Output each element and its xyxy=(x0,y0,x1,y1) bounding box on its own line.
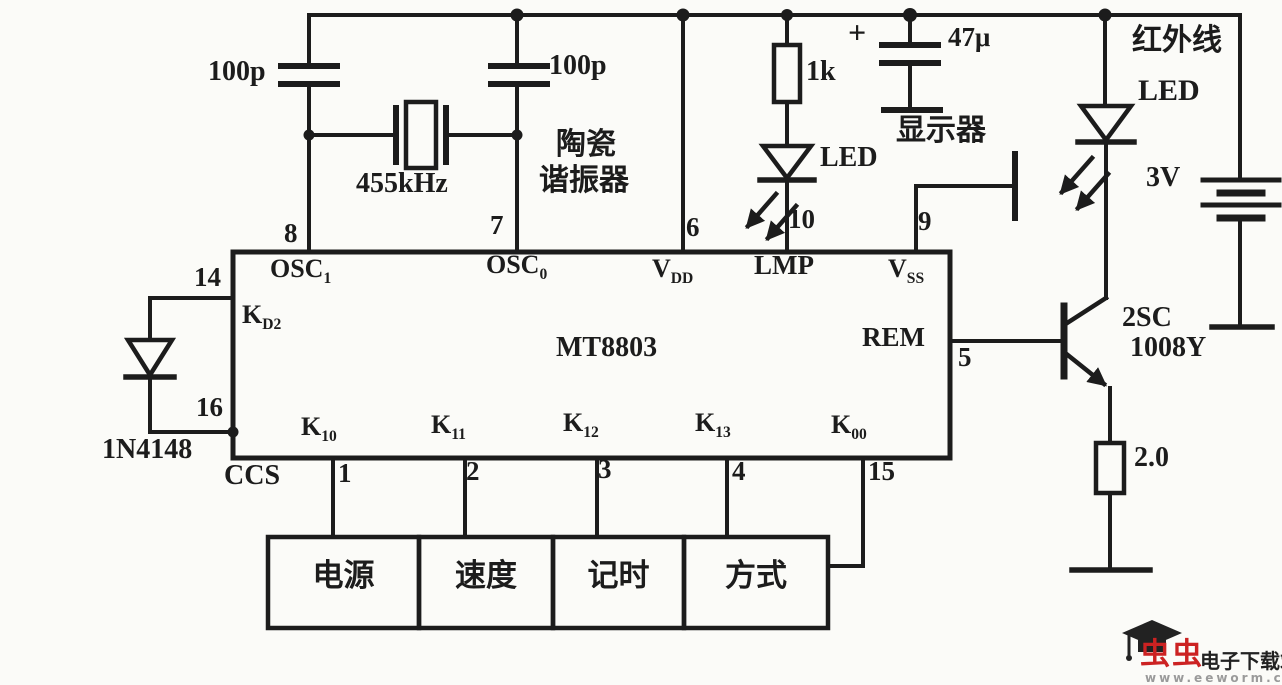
ic-pin-vdd-label: VDD xyxy=(652,254,694,288)
watermark-url: www.eeworm.com xyxy=(1145,671,1282,685)
display-terminal-wire xyxy=(914,151,1018,254)
display-label: 显示器 xyxy=(896,114,986,147)
resonator-freq-label: 455kHz xyxy=(356,168,448,199)
ic-pin-k00-label: K00 xyxy=(831,410,867,444)
resistor-1k-label: 1k xyxy=(806,56,836,87)
ic-pin-ccs-label: CCS xyxy=(224,460,281,491)
pin-number-4: 4 xyxy=(732,456,746,486)
resonator-name-line2: 谐振器 xyxy=(539,164,629,197)
pin-number-15: 15 xyxy=(868,456,895,486)
infrared-label-line1: 红外线 xyxy=(1132,24,1222,57)
indicator-led-symbol xyxy=(744,143,817,254)
transistor-label-line2: 1008Y xyxy=(1130,332,1207,363)
capacitor-100p-right xyxy=(488,13,550,254)
infrared-led-symbol xyxy=(1058,13,1137,300)
ic-part-number: MT8803 xyxy=(556,332,658,363)
pin-number-2: 2 xyxy=(466,456,480,486)
key-pin-wires xyxy=(331,456,865,568)
ic-pin-k13-label: K13 xyxy=(695,408,731,442)
pin-number-7: 7 xyxy=(490,210,504,240)
ic-pin-k11-label: K11 xyxy=(431,410,466,444)
graduation-cap-icon xyxy=(1122,620,1182,661)
ic-pin-kd2-label: KD2 xyxy=(242,300,282,334)
key-speed-label: 速度 xyxy=(455,558,517,593)
ic-pin-k10-label: K10 xyxy=(301,412,337,446)
capacitor-100p-left xyxy=(278,13,340,254)
resonator-name-line1: 陶瓷 xyxy=(556,128,616,161)
infrared-label-line2: LED xyxy=(1138,74,1200,107)
cap-47u-plus-sign: + xyxy=(848,14,867,50)
resistor-1k-symbol xyxy=(771,13,803,148)
watermark-logo-text: 虫虫 xyxy=(1140,637,1204,672)
pin-number-14: 14 xyxy=(194,262,221,292)
key-timer-label: 记时 xyxy=(587,558,650,593)
cap-47u-value-label: 47μ xyxy=(948,22,991,52)
battery-3v-symbol xyxy=(1200,13,1282,330)
ic-body xyxy=(230,249,953,461)
indicator-led-label: LED xyxy=(820,142,878,173)
key-mode-label: 方式 xyxy=(725,558,787,593)
pin-number-16: 16 xyxy=(196,392,223,422)
ceramic-resonator-symbol xyxy=(303,99,523,171)
pin-number-9: 9 xyxy=(918,206,932,236)
emitter-resistor-symbol xyxy=(1069,440,1153,573)
pin-number-10: 10 xyxy=(788,204,815,234)
pin-number-1: 1 xyxy=(338,458,352,488)
pin-number-5: 5 xyxy=(958,342,972,372)
watermark-site-name: 电子下载站 xyxy=(1200,649,1282,673)
capacitor-47u-symbol xyxy=(879,13,943,113)
battery-voltage-label: 3V xyxy=(1146,162,1181,193)
pin-number-8: 8 xyxy=(284,218,298,248)
ic-pin-osc0-label: OSC0 xyxy=(486,250,548,284)
ic-pin-k12-label: K12 xyxy=(563,408,599,442)
diode-1n4148-symbol xyxy=(123,296,239,438)
ic-pin-osc1-label: OSC1 xyxy=(270,254,332,288)
diode-part-label: 1N4148 xyxy=(102,434,193,465)
pin-number-3: 3 xyxy=(598,454,612,484)
key-boxes xyxy=(265,534,831,631)
ic-pin-rem-label: REM xyxy=(862,322,925,352)
ic-pin-lmp-label: LMP xyxy=(754,250,814,280)
cap-right-value-label: 100p xyxy=(549,50,607,81)
emitter-resistor-label: 2.0 xyxy=(1134,442,1169,473)
ic-pin-vss-label: VSS xyxy=(888,254,925,288)
transistor-2sc1008y-symbol xyxy=(1060,294,1112,445)
cap-left-value-label: 100p xyxy=(208,56,266,87)
junction-dots xyxy=(510,8,1112,22)
transistor-label-line1: 2SC xyxy=(1122,302,1172,333)
pin-number-6: 6 xyxy=(686,212,700,242)
key-power-label: 电源 xyxy=(312,558,375,593)
